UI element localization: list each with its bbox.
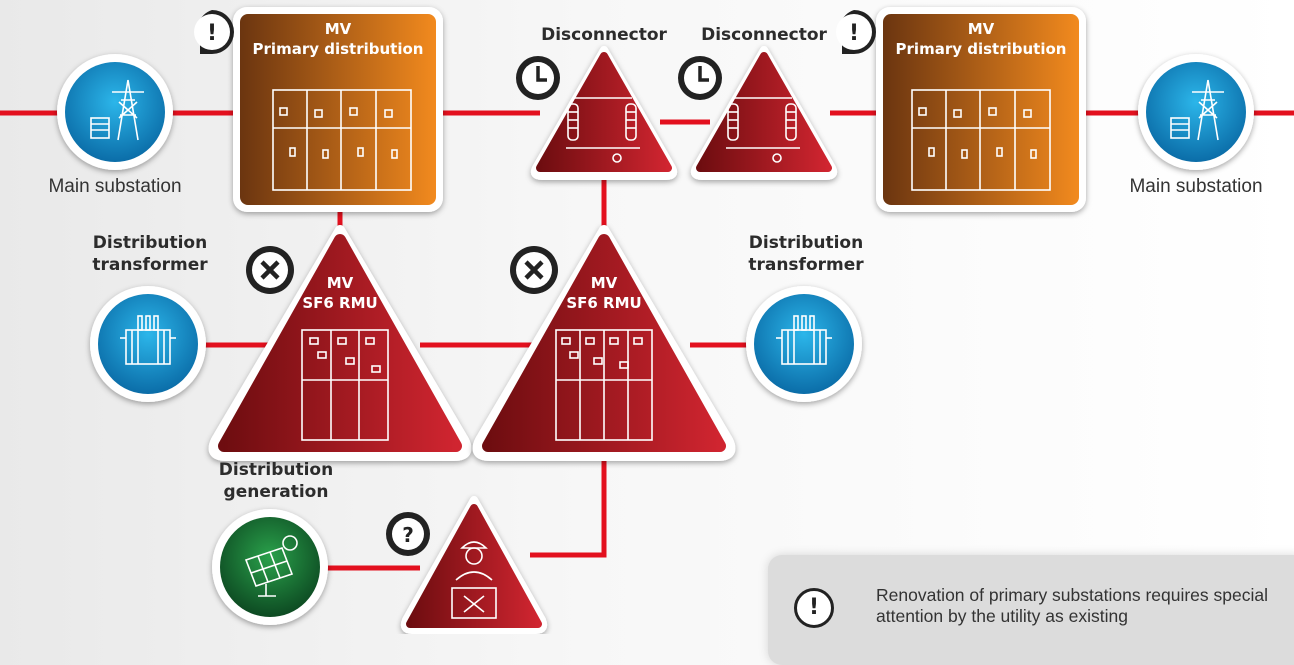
disconnector-1-label: Disconnector xyxy=(541,25,667,45)
warning-badge-mv-left: ! xyxy=(194,10,234,54)
mv-primary-left-subtitle: Primary distribution xyxy=(253,40,424,58)
distribution-transformer-right[interactable] xyxy=(746,286,862,402)
disconnector-1[interactable] xyxy=(530,46,678,180)
dist-transformer-right-label-1: Distribution xyxy=(749,233,863,253)
engineer-icon xyxy=(451,541,497,619)
mv-sf6-rmu-left[interactable]: MV SF6 RMU xyxy=(208,225,472,461)
main-substation-left[interactable] xyxy=(57,54,173,170)
mv-primary-right-title: MV xyxy=(968,20,995,38)
rmu-cabinet-icon xyxy=(555,329,653,441)
switchgear-cabinet-icon xyxy=(272,89,412,191)
dist-generation-label-1: Distribution xyxy=(219,460,333,480)
disconnector-switch-icon xyxy=(566,97,640,163)
disconnector-switch-icon xyxy=(726,97,800,163)
dist-transformer-right-label-2: transformer xyxy=(748,255,864,275)
transmission-tower-icon xyxy=(90,79,144,141)
transformer-icon xyxy=(776,315,832,365)
main-substation-left-label: Main substation xyxy=(48,176,181,197)
dist-generation-label-2: generation xyxy=(224,482,329,502)
mv-primary-distribution-right[interactable]: MV Primary distribution xyxy=(876,7,1086,212)
mv-primary-left-title: MV xyxy=(325,20,352,38)
solar-panel-icon xyxy=(244,535,298,597)
error-badge-rmu-right xyxy=(510,246,558,294)
question-badge-engineer: ? xyxy=(386,512,430,556)
clock-badge-disconnector-2 xyxy=(678,56,722,100)
grid-diagram: Main substation Main substation MV Prima… xyxy=(0,7,1294,634)
mv-sf6-rmu-right[interactable]: MV SF6 RMU xyxy=(472,225,736,461)
rmu-cabinet-icon xyxy=(301,329,389,441)
rmu-right-title: MV xyxy=(591,274,618,292)
distribution-generation[interactable] xyxy=(212,509,328,625)
svg-text:!: ! xyxy=(207,21,217,46)
main-substation-right-label: Main substation xyxy=(1129,176,1262,197)
rmu-left-title: MV xyxy=(327,274,354,292)
disconnector-2-label: Disconnector xyxy=(701,25,827,45)
warning-badge-mv-right: ! xyxy=(836,10,876,54)
dist-transformer-left-label-2: transformer xyxy=(92,255,208,275)
mv-primary-distribution-left[interactable]: MV Primary distribution xyxy=(233,7,443,212)
disconnector-2[interactable] xyxy=(690,46,838,180)
svg-text:?: ? xyxy=(402,523,414,547)
transmission-tower-icon xyxy=(1170,79,1224,141)
rmu-left-subtitle: SF6 RMU xyxy=(302,294,377,312)
error-badge-rmu-left xyxy=(246,246,294,294)
info-note-text: Renovation of primary substations requir… xyxy=(876,585,1268,626)
switchgear-cabinet-icon xyxy=(911,89,1051,191)
main-substation-right[interactable] xyxy=(1138,54,1254,170)
exclamation-icon: ! xyxy=(794,588,834,628)
dist-transformer-left-label-1: Distribution xyxy=(93,233,207,253)
engineer-decision-node[interactable] xyxy=(400,496,548,634)
clock-badge-disconnector-1 xyxy=(516,56,560,100)
info-note: ! Renovation of primary substations requ… xyxy=(768,555,1294,665)
rmu-right-subtitle: SF6 RMU xyxy=(566,294,641,312)
mv-primary-right-subtitle: Primary distribution xyxy=(896,40,1067,58)
distribution-transformer-left[interactable] xyxy=(90,286,206,402)
svg-text:!: ! xyxy=(849,21,859,46)
transformer-icon xyxy=(120,315,176,365)
